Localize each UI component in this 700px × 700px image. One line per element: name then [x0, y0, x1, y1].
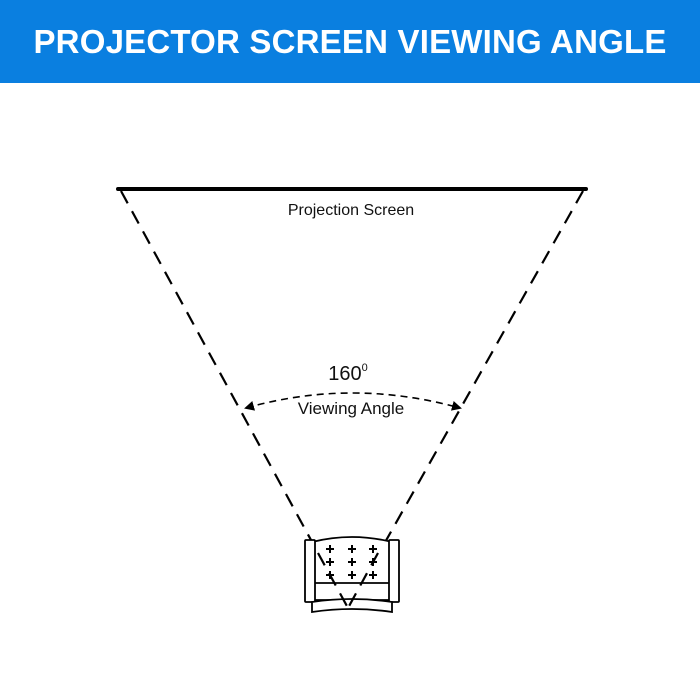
left-sight-line-icon [120, 190, 349, 609]
tufting-pattern [326, 545, 377, 579]
title-banner: PROJECTOR SCREEN VIEWING ANGLE [0, 0, 700, 83]
angle-label: Viewing Angle [298, 399, 405, 418]
right-sight-line-icon [347, 190, 584, 609]
page-title: PROJECTOR SCREEN VIEWING ANGLE [33, 22, 667, 60]
screen-label: Projection Screen [288, 202, 414, 219]
angle-value: 1600 [328, 362, 368, 385]
double-arrow-arc-icon [244, 392, 462, 411]
projection-screen: Projection Screen [116, 187, 588, 219]
angle-indicator: 1600 Viewing Angle [244, 362, 462, 418]
sight-lines-overlay [317, 552, 379, 609]
sight-lines [120, 190, 584, 609]
armchair-icon [304, 536, 400, 614]
